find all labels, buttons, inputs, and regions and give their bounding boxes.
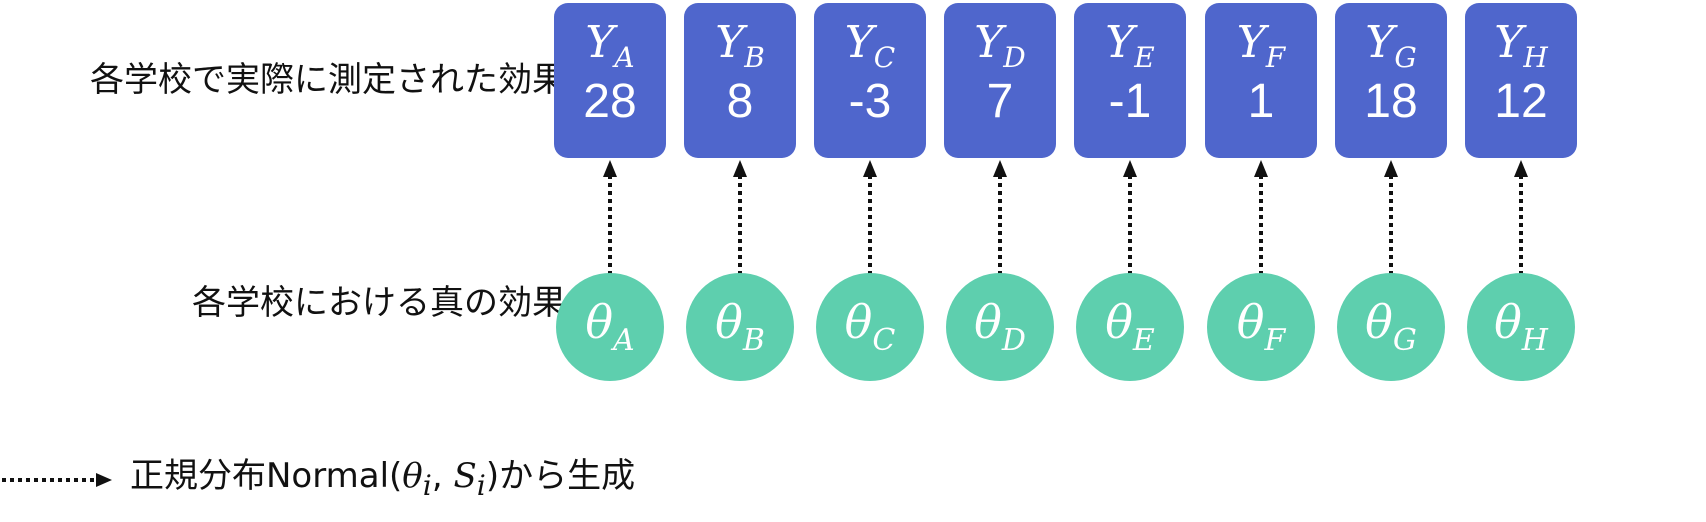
true-effect-symbol-letter: θ (974, 294, 1002, 349)
true-effect-node-e: θE (1076, 273, 1184, 381)
observed-symbol-subscript: E (1134, 41, 1155, 74)
true-effect-symbol-letter: θ (1365, 294, 1393, 349)
legend-s: S (453, 456, 477, 497)
observed-symbol-subscript: A (614, 41, 635, 74)
true-effect-node-a: θA (556, 273, 664, 381)
observed-symbol-subscript: D (1003, 41, 1026, 74)
observed-symbol-subscript: G (1394, 41, 1417, 74)
legend-sep: , (431, 456, 454, 497)
legend-prefix: 正規分布Normal( (130, 456, 403, 497)
observed-symbol: YD (974, 21, 1026, 72)
generation-arrow-head (993, 160, 1007, 177)
legend-suffix: )から生成 (485, 456, 636, 497)
observed-symbol-letter: Y (1105, 17, 1135, 68)
true-effect-node-h: θH (1467, 273, 1575, 381)
generation-arrow-head (603, 160, 617, 177)
generation-arrow-head (1514, 160, 1528, 177)
true-effect-symbol-subscript: D (1001, 322, 1026, 358)
true-effect-symbol: θG (1365, 299, 1417, 356)
observed-symbol-letter: Y (974, 17, 1004, 68)
observed-value: 8 (726, 75, 754, 128)
generation-arrow-head (1254, 160, 1268, 177)
observed-symbol: YA (585, 21, 634, 72)
observed-box-e: YE-1 (1074, 3, 1186, 158)
true-effect-node-c: θC (816, 273, 924, 381)
true-effect-node-f: θF (1207, 273, 1315, 381)
generation-arrow-head (1384, 160, 1398, 177)
observed-symbol-subscript: C (873, 41, 896, 74)
observed-symbol: YG (1365, 21, 1416, 72)
observed-symbol: YC (845, 21, 895, 72)
true-effect-symbol: θA (585, 299, 634, 356)
true-effect-symbol-subscript: F (1264, 322, 1286, 358)
legend-text: 正規分布Normal(θi, Si)から生成 (130, 459, 635, 500)
true-effect-node-g: θG (1337, 273, 1445, 381)
true-effect-node-d: θD (946, 273, 1054, 381)
observed-symbol: YE (1105, 21, 1155, 72)
true-effect-symbol-subscript: B (742, 322, 765, 358)
generation-arrow-head (863, 160, 877, 177)
dotted-arrow-icon (2, 473, 112, 487)
true-effect-symbol-subscript: G (1392, 322, 1417, 358)
true-effect-node-b: θB (686, 273, 794, 381)
true-effect-symbol-subscript: C (872, 322, 896, 358)
true-effect-symbol: θB (715, 299, 765, 356)
true-effect-symbol-letter: θ (1494, 294, 1522, 349)
legend: 正規分布Normal(θi, Si)から生成 (0, 455, 635, 505)
observed-symbol: YH (1494, 21, 1547, 72)
true-effect-symbol-letter: θ (844, 294, 873, 349)
legend-theta-sub: i (422, 469, 432, 503)
observed-symbol-letter: Y (585, 17, 615, 68)
true-effect-symbol: θE (1105, 299, 1155, 356)
observed-symbol-letter: Y (844, 17, 874, 68)
true-effect-symbol-letter: θ (1105, 294, 1133, 349)
observed-value: 18 (1364, 75, 1418, 128)
generation-arrow-head (733, 160, 747, 177)
true-effect-symbol: θC (845, 299, 896, 356)
observed-symbol-letter: Y (1494, 17, 1524, 68)
true-effect-symbol: θF (1237, 299, 1286, 356)
observed-value: 7 (986, 75, 1014, 128)
observed-value: 28 (583, 75, 637, 128)
observed-value: -3 (848, 75, 892, 128)
observed-symbol-letter: Y (1236, 17, 1266, 68)
true-effect-symbol: θD (974, 299, 1026, 356)
true-effect-symbol: θH (1494, 299, 1548, 356)
observed-symbol-letter: Y (1365, 17, 1395, 68)
observed-value: 1 (1247, 75, 1275, 128)
true-effect-symbol-letter: θ (715, 294, 743, 349)
observed-symbol-subscript: H (1523, 41, 1548, 74)
true-effect-row-label: 各学校における真の効果 (192, 283, 566, 323)
observed-symbol: YB (715, 21, 765, 72)
observed-effect-row-label: 各学校で実際に測定された効果 (90, 60, 566, 100)
observed-symbol-subscript: B (744, 41, 765, 74)
true-effect-symbol-subscript: E (1132, 322, 1155, 358)
observed-symbol-subscript: F (1265, 41, 1286, 74)
observed-symbol-letter: Y (715, 17, 745, 68)
true-effect-symbol-subscript: A (613, 322, 635, 358)
legend-theta: θ (402, 456, 423, 497)
generation-arrow-head (1123, 160, 1137, 177)
true-effect-symbol-subscript: H (1521, 322, 1548, 358)
true-effect-symbol-letter: θ (1236, 294, 1265, 349)
observed-value: 12 (1494, 75, 1548, 128)
observed-box-c: YC-3 (814, 3, 926, 158)
legend-s-sub: i (476, 469, 486, 503)
observed-symbol: YF (1237, 21, 1285, 72)
observed-value: -1 (1108, 75, 1152, 128)
true-effect-symbol-letter: θ (585, 294, 614, 349)
